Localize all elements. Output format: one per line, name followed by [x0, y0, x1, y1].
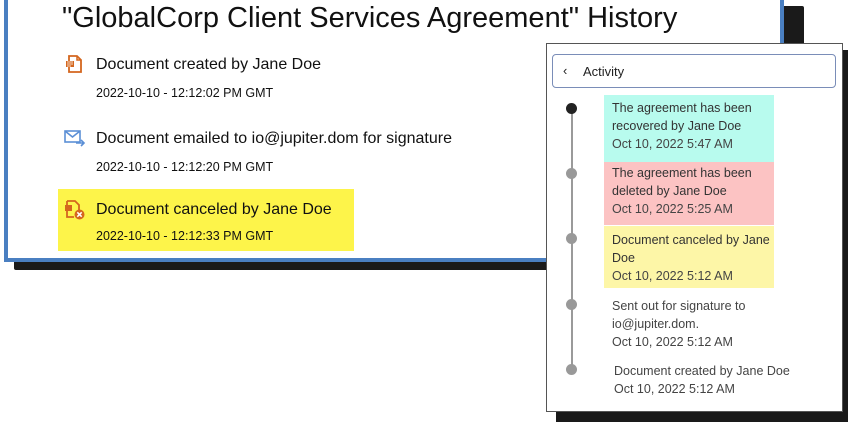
- timeline-dot: [566, 233, 577, 244]
- document-canceled-icon: [64, 199, 85, 220]
- history-entry-canceled: Document canceled by Jane Doe 2022-10-10…: [58, 189, 354, 251]
- activity-item-sent: Sent out for signature to io@jupiter.dom…: [604, 294, 804, 354]
- activity-item-text: deleted by Jane Doe: [612, 184, 727, 198]
- timeline-dot: [566, 299, 577, 310]
- history-entry-created: Document created by Jane Doe 2022-10-10 …: [58, 54, 558, 112]
- activity-item-time: Oct 10, 2022 5:47 AM: [612, 137, 733, 151]
- timeline-dot-active: [566, 103, 577, 114]
- activity-item-time: Oct 10, 2022 5:25 AM: [612, 202, 733, 216]
- timeline-dot: [566, 168, 577, 179]
- chevron-left-icon: ‹: [563, 63, 568, 78]
- activity-item-time: Oct 10, 2022 5:12 AM: [612, 269, 733, 283]
- activity-back-button[interactable]: ‹ Activity: [552, 54, 836, 88]
- activity-item-text: io@jupiter.dom.: [612, 317, 700, 331]
- activity-panel: ‹ Activity The agreement has been recove…: [546, 43, 843, 412]
- history-entry-text: Document created by Jane Doe: [96, 56, 322, 73]
- history-title: "GlobalCorp Client Services Agreement" H…: [62, 2, 678, 34]
- document-emailed-icon: [64, 128, 86, 148]
- activity-item-text: The agreement has been: [612, 101, 752, 115]
- activity-item-text: Doe: [612, 251, 635, 265]
- history-entry-text: Document canceled by Jane Doe: [96, 201, 332, 218]
- activity-item-text: The agreement has been: [612, 166, 752, 180]
- history-entry-time: 2022-10-10 - 12:12:02 PM GMT: [96, 86, 274, 100]
- history-entry-time: 2022-10-10 - 12:12:20 PM GMT: [96, 160, 274, 174]
- activity-title: Activity: [583, 64, 625, 79]
- document-created-icon: [64, 54, 84, 74]
- activity-item-time: Oct 10, 2022 5:12 AM: [612, 335, 733, 349]
- activity-item-time: Oct 10, 2022 5:12 AM: [614, 382, 735, 396]
- activity-item-created: Document created by Jane Doe Oct 10, 202…: [606, 359, 826, 399]
- activity-item-text: Document created by Jane Doe: [614, 364, 790, 378]
- history-entry-time: 2022-10-10 - 12:12:33 PM GMT: [96, 229, 274, 243]
- activity-item-recovered: The agreement has been recovered by Jane…: [604, 95, 774, 162]
- activity-item-text: Sent out for signature to: [612, 299, 746, 313]
- activity-item-text: recovered by Jane Doe: [612, 119, 742, 133]
- history-entry-emailed: Document emailed to io@jupiter.dom for s…: [58, 128, 558, 186]
- activity-item-text: Document canceled by Jane: [612, 233, 770, 247]
- activity-item-deleted: The agreement has been deleted by Jane D…: [604, 162, 774, 225]
- activity-item-canceled: Document canceled by Jane Doe Oct 10, 20…: [604, 226, 774, 288]
- history-entry-text: Document emailed to io@jupiter.dom for s…: [96, 130, 452, 147]
- timeline-dot: [566, 364, 577, 375]
